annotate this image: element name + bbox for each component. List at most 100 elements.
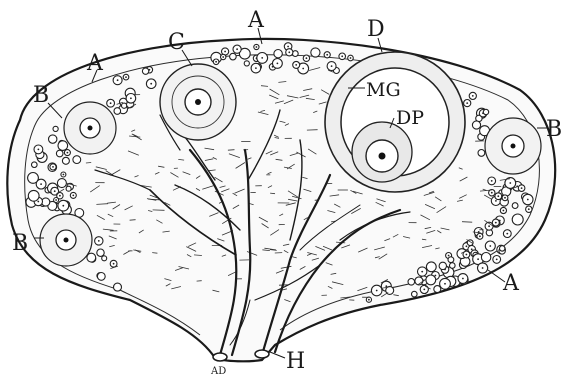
small-follicle (73, 156, 81, 164)
follicle-D-graafian (325, 52, 465, 192)
small-follicle (32, 162, 38, 168)
label-C: C (168, 30, 185, 55)
label-MG: MG (366, 79, 401, 101)
small-follicle (311, 48, 320, 57)
small-follicle-nucleus (421, 271, 423, 273)
small-follicle (66, 186, 71, 191)
small-follicle-nucleus (368, 299, 370, 301)
small-follicle-nucleus (302, 68, 304, 70)
small-follicle-nucleus (503, 210, 505, 212)
small-follicle (448, 257, 454, 263)
small-follicle-nucleus (521, 187, 523, 189)
small-follicle (481, 253, 490, 262)
small-follicle-nucleus (59, 195, 61, 197)
small-follicle-nucleus (287, 46, 289, 48)
small-follicle-nucleus (261, 57, 263, 59)
small-follicle-nucleus (125, 76, 127, 78)
small-follicle (230, 53, 237, 60)
small-follicle-nucleus (113, 263, 115, 265)
small-follicle-nucleus (506, 233, 508, 235)
small-follicle-nucleus (130, 97, 132, 99)
small-follicle-nucleus (277, 63, 279, 65)
small-follicle (439, 262, 446, 269)
follicle-B-left-top (64, 102, 116, 154)
small-follicle-nucleus (110, 102, 112, 104)
small-follicle (412, 291, 418, 297)
small-follicle (472, 121, 480, 129)
small-follicle-nucleus (63, 174, 65, 176)
small-follicle-nucleus (466, 102, 468, 104)
small-follicle-nucleus (72, 195, 74, 197)
small-follicle-nucleus (326, 54, 328, 56)
small-follicle (97, 249, 104, 256)
small-follicle (97, 273, 105, 281)
stroma-dash (130, 220, 136, 221)
small-follicle (49, 135, 57, 143)
small-follicle-nucleus (341, 55, 343, 57)
small-follicle (122, 103, 127, 108)
label-A-left: A (86, 51, 104, 76)
small-follicle (274, 50, 282, 58)
small-follicle-nucleus (504, 197, 506, 199)
small-follicle (142, 68, 148, 74)
label-B-left-top: B (33, 83, 49, 108)
small-follicle-nucleus (466, 245, 468, 247)
small-follicle (102, 256, 107, 261)
small-follicle (114, 283, 122, 291)
small-follicle-nucleus (150, 83, 152, 85)
small-follicle-nucleus (62, 205, 64, 207)
small-follicle (28, 190, 39, 201)
small-follicle-nucleus (488, 225, 490, 227)
small-follicle (53, 126, 58, 131)
small-follicle-nucleus (497, 195, 499, 197)
label-B-left-bottom: B (12, 231, 28, 256)
small-follicle-nucleus (477, 258, 479, 260)
small-follicle-nucleus (489, 245, 491, 247)
small-follicle-nucleus (306, 57, 308, 59)
small-follicle-nucleus (509, 182, 511, 184)
small-follicle (483, 109, 488, 114)
label-A-right: A (502, 271, 520, 296)
small-follicle-nucleus (255, 67, 257, 69)
follicle-C (160, 64, 236, 140)
small-follicle-nucleus (495, 222, 497, 224)
small-follicle-nucleus (491, 180, 493, 182)
small-follicle-nucleus (491, 192, 493, 194)
stroma-dash (86, 163, 91, 164)
label-DP: DP (396, 107, 424, 129)
small-follicle (62, 157, 69, 164)
label-H: H (286, 349, 305, 374)
small-follicle-nucleus (331, 65, 333, 67)
ovary-outline (7, 39, 555, 361)
label-D: D (367, 17, 385, 42)
small-follicle-nucleus (462, 278, 464, 280)
small-follicle-nucleus (54, 190, 56, 192)
small-follicle (244, 61, 249, 66)
label-hilum-small: AD (210, 366, 226, 377)
small-follicle-nucleus (224, 51, 226, 53)
small-follicle (28, 173, 39, 184)
label-A-top: A (247, 8, 265, 33)
small-follicle-nucleus (528, 208, 530, 210)
small-follicle-nucleus (117, 79, 119, 81)
small-follicle-nucleus (466, 254, 468, 256)
small-follicle-nucleus (236, 48, 238, 50)
small-follicle-nucleus (222, 56, 224, 58)
small-follicle (450, 263, 456, 269)
small-follicle-nucleus (444, 283, 446, 285)
small-follicle (57, 179, 66, 188)
small-follicle-nucleus (98, 240, 100, 242)
stroma-dash (462, 222, 472, 223)
small-follicle-nucleus (38, 149, 40, 151)
small-follicle-nucleus (423, 289, 425, 291)
small-follicle-nucleus (472, 95, 474, 97)
small-follicle-nucleus (479, 235, 481, 237)
stroma-dash (228, 150, 235, 151)
label-B-right: B (546, 117, 561, 142)
small-follicle-nucleus (55, 199, 57, 201)
small-follicle-nucleus (67, 152, 69, 154)
small-follicle-nucleus (376, 290, 378, 292)
small-follicle-nucleus (288, 51, 290, 53)
small-follicle-nucleus (52, 166, 54, 168)
